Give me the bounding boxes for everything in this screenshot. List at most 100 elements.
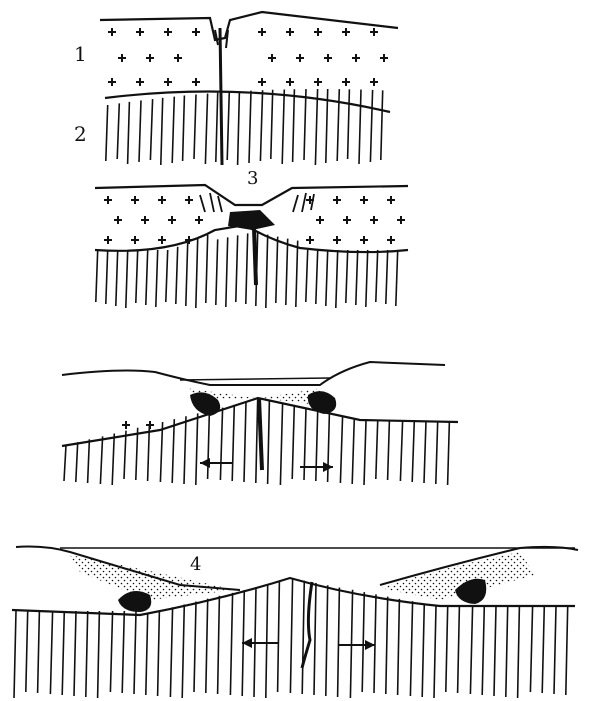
mantle-hatch-line — [400, 421, 402, 481]
mantle-hatch-line — [282, 89, 284, 164]
mantle-hatch-line — [482, 606, 484, 695]
mantle-hatch-line — [205, 94, 207, 164]
mantle-hatch-line — [64, 445, 66, 481]
crust-cross-mark — [286, 78, 294, 86]
mantle-hatch-line — [271, 90, 273, 159]
stage-2-fault-ticks — [200, 193, 314, 212]
crust-cross-mark — [141, 216, 149, 224]
mantle-hatch-line — [238, 91, 240, 165]
stage-2-feeder-dike — [254, 228, 256, 285]
mantle-hatch-line — [290, 578, 292, 693]
crust-cross-mark — [342, 78, 350, 86]
stage-1-panel — [100, 12, 398, 165]
mantle-hatch-line — [216, 93, 218, 162]
mantle-hatch-line — [194, 602, 196, 692]
crust-cross-mark — [258, 28, 266, 36]
crust-cross-mark — [360, 196, 368, 204]
stage-4-arrow-left — [242, 638, 278, 648]
stage-4-arrow-right — [338, 640, 375, 650]
mantle-hatch-line — [172, 419, 174, 483]
crust-cross-mark — [387, 236, 395, 244]
crust-cross-mark — [158, 236, 166, 244]
label-one: 1 — [74, 44, 87, 64]
mantle-hatch-line — [117, 103, 119, 159]
mantle-hatch-line — [422, 603, 424, 697]
mantle-hatch-line — [302, 581, 304, 694]
mantle-hatch-line — [530, 606, 532, 692]
mantle-hatch-line — [359, 90, 361, 164]
crust-cross-mark — [131, 196, 139, 204]
mantle-hatch-line — [374, 594, 376, 693]
mantle-hatch-line — [112, 434, 114, 485]
stage-3-arrow-left — [200, 458, 232, 468]
mantle-hatch-line — [194, 94, 196, 159]
crust-cross-mark — [380, 54, 388, 62]
mantle-hatch-line — [156, 250, 158, 307]
mantle-hatch-line — [328, 413, 330, 482]
mantle-hatch-line — [106, 105, 108, 161]
mantle-hatch-line — [412, 421, 414, 482]
label-four: 4 — [190, 556, 201, 574]
mantle-hatch-line — [388, 421, 390, 480]
mantle-hatch-line — [280, 403, 282, 485]
mantle-hatch-line — [370, 90, 372, 162]
mantle-hatch-line — [98, 611, 100, 698]
mantle-hatch-line — [172, 97, 174, 163]
mantle-hatch-line — [184, 416, 186, 484]
crust-cross-mark — [158, 196, 166, 204]
mantle-hatch-line — [314, 583, 316, 695]
mantle-hatch-line — [266, 235, 268, 308]
stage-4-magma-left — [118, 591, 151, 612]
crust-cross-mark — [104, 236, 112, 244]
mantle-hatch-line — [338, 588, 340, 698]
mantle-hatch-line — [306, 250, 308, 302]
mantle-hatch-line — [316, 250, 318, 304]
mantle-hatch-line — [410, 601, 412, 696]
mantle-hatch-line — [554, 606, 556, 694]
stage-3-feeder-dike — [259, 398, 262, 470]
crust-cross-mark — [387, 196, 395, 204]
mantle-hatch-line — [227, 92, 229, 160]
crust-cross-mark — [333, 196, 341, 204]
crust-cross-mark — [314, 78, 322, 86]
mantle-hatch-line — [256, 398, 258, 483]
mantle-hatch-line — [158, 610, 160, 696]
stage-3-surface-line — [62, 362, 445, 385]
crust-cross-mark — [185, 196, 193, 204]
stage-3-mantle-hatching — [64, 398, 449, 485]
mantle-hatch-line — [100, 436, 102, 484]
mantle-hatch-line — [230, 593, 232, 695]
mantle-hatch-line — [436, 421, 438, 484]
mantle-hatch-line — [448, 421, 450, 485]
mantle-hatch-line — [518, 606, 520, 698]
crust-cross-mark — [192, 78, 200, 86]
mantle-hatch-line — [218, 596, 220, 694]
mantle-hatch-line — [278, 581, 280, 692]
stage-1-crust-boundary — [105, 92, 390, 112]
crust-cross-mark — [136, 28, 144, 36]
mantle-hatch-line — [76, 442, 78, 482]
mantle-hatch-line — [398, 599, 400, 695]
mantle-hatch-line — [182, 604, 184, 698]
crust-cross-mark — [370, 216, 378, 224]
stage-1-dike — [220, 28, 222, 165]
mantle-hatch-line — [208, 410, 210, 479]
crust-cross-mark — [118, 54, 126, 62]
mantle-hatch-line — [196, 413, 198, 485]
crust-cross-mark — [104, 196, 112, 204]
mantle-hatch-line — [326, 585, 328, 696]
mantle-hatch-line — [244, 402, 246, 482]
mantle-hatch-line — [293, 89, 295, 162]
crust-cross-mark — [168, 216, 176, 224]
mantle-hatch-line — [183, 96, 185, 161]
mantle-hatch-line — [336, 250, 338, 308]
stage-2-mantle-hatching — [96, 233, 398, 308]
mantle-hatch-line — [470, 606, 472, 694]
mantle-hatch-line — [292, 406, 294, 479]
crust-cross-mark — [314, 28, 322, 36]
mantle-hatch-line — [396, 250, 398, 306]
mantle-hatch-line — [150, 99, 152, 160]
mantle-hatch-line — [206, 599, 208, 693]
mantle-hatch-line — [246, 233, 248, 304]
mantle-hatch-line — [276, 237, 278, 303]
